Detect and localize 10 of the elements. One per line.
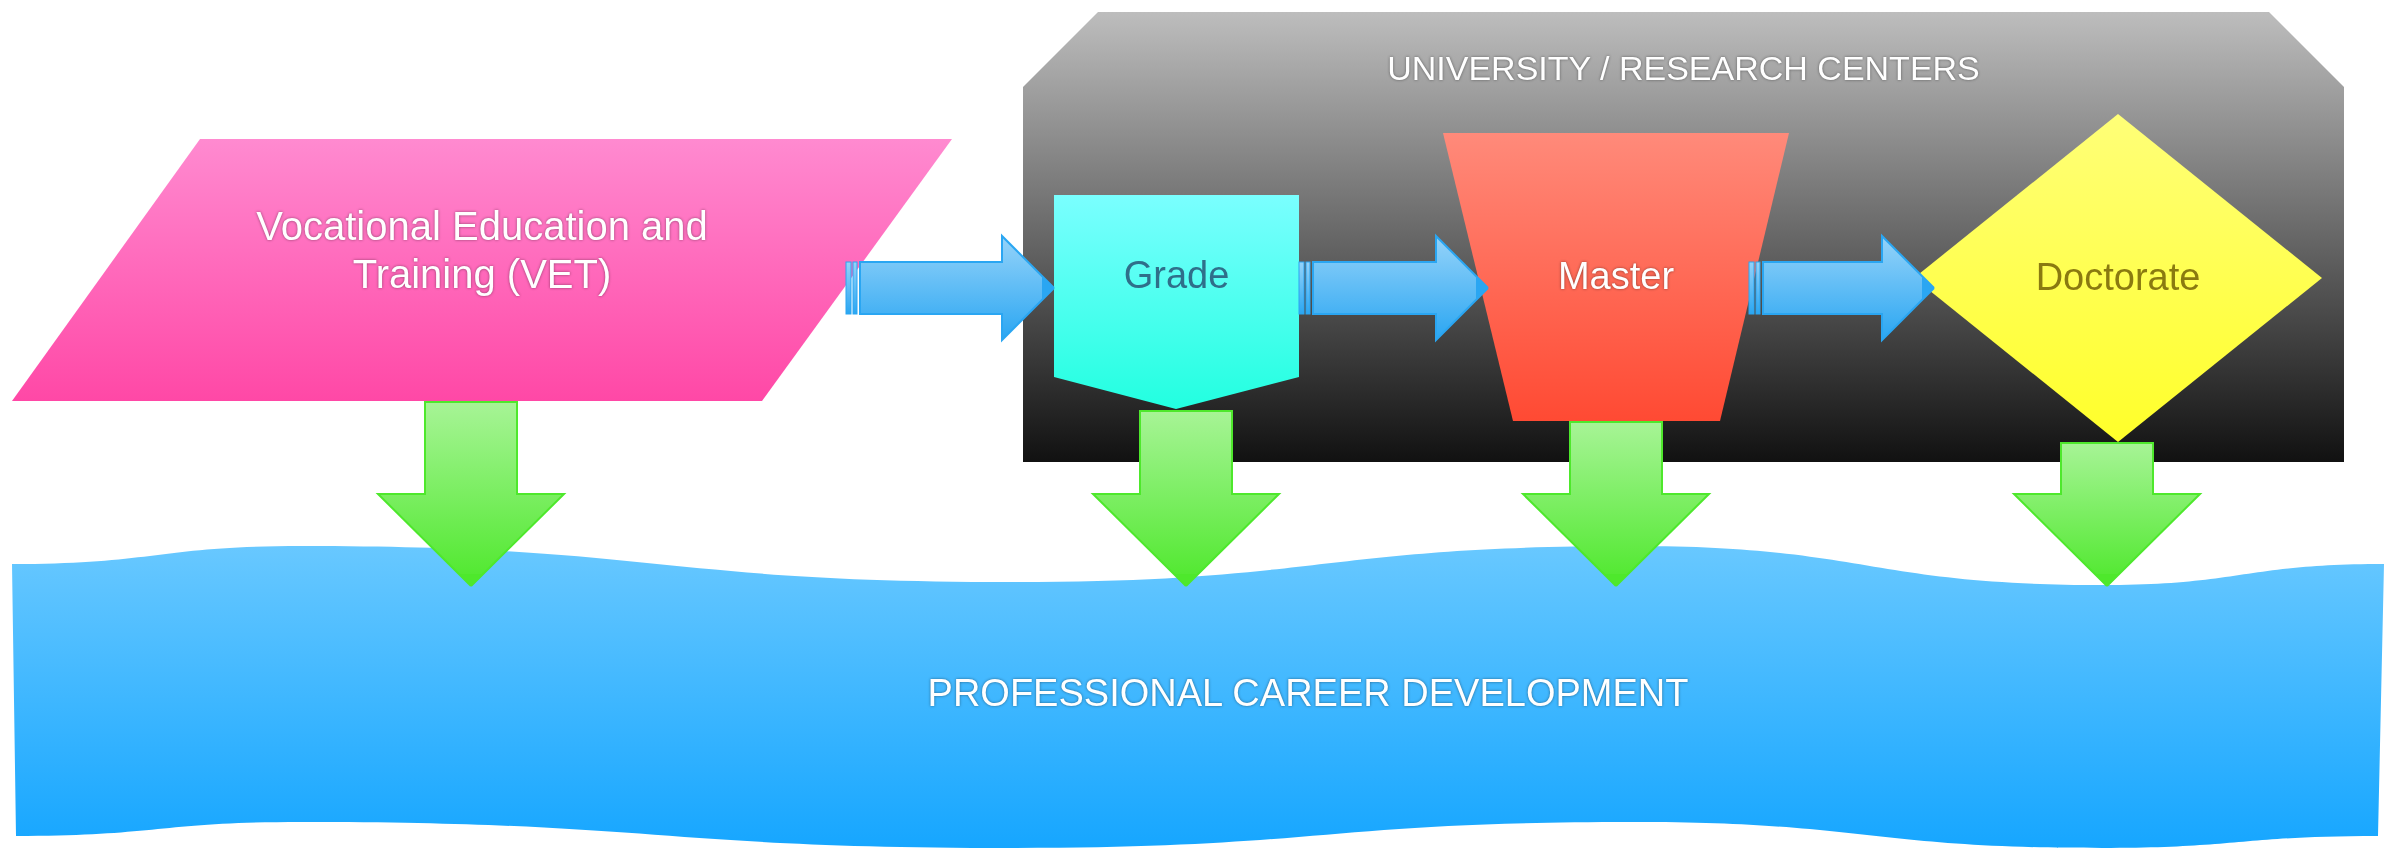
node-label: Vocational Education and Training (VET) (255, 203, 709, 298)
node-label: Grade (1123, 253, 1230, 299)
panel-title: UNIVERSITY / RESEARCH CENTERS (1387, 48, 1980, 89)
trapezoid-shape (1443, 133, 1789, 421)
node-label: Master (1557, 254, 1675, 300)
pentagon-shape (1054, 195, 1299, 409)
octagon-panel (1023, 12, 2344, 462)
parallelogram-shape (12, 139, 952, 401)
node-label: Doctorate (2035, 255, 2201, 301)
node-label: PROFESSIONAL CAREER DEVELOPMENT (927, 671, 1689, 717)
